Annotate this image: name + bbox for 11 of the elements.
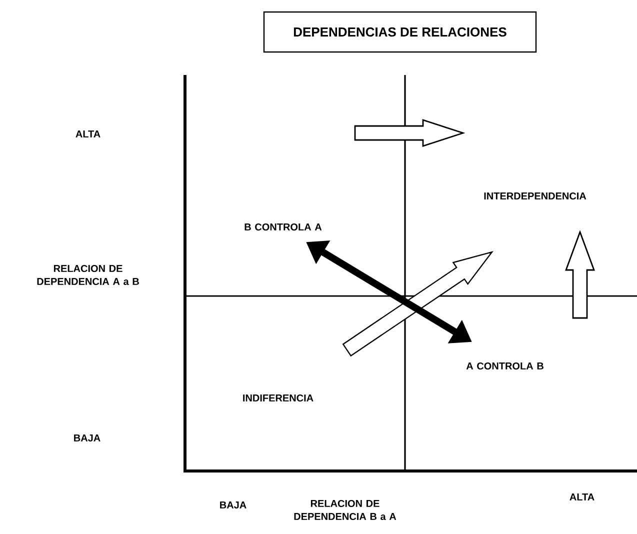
axis-label: B CONTROLA A [244,223,322,231]
axis-label: ALTA [76,130,100,138]
axis-label: A CONTROLA B [466,362,544,370]
axis-label: RELACION DE DEPENDENCIA A a B [37,264,139,286]
axis-label: RELACION DE DEPENDENCIA B a A [294,500,396,520]
axis-label: INTERDEPENDENCIA [484,192,586,200]
axis-label: BAJA [220,502,246,508]
title-box: DEPENDENCIAS DE RELACIONES [263,11,537,53]
axis-label: INDIFERENCIA [243,394,314,402]
axis-label: BAJA [74,434,100,442]
axis-label: ALTA [570,494,594,500]
